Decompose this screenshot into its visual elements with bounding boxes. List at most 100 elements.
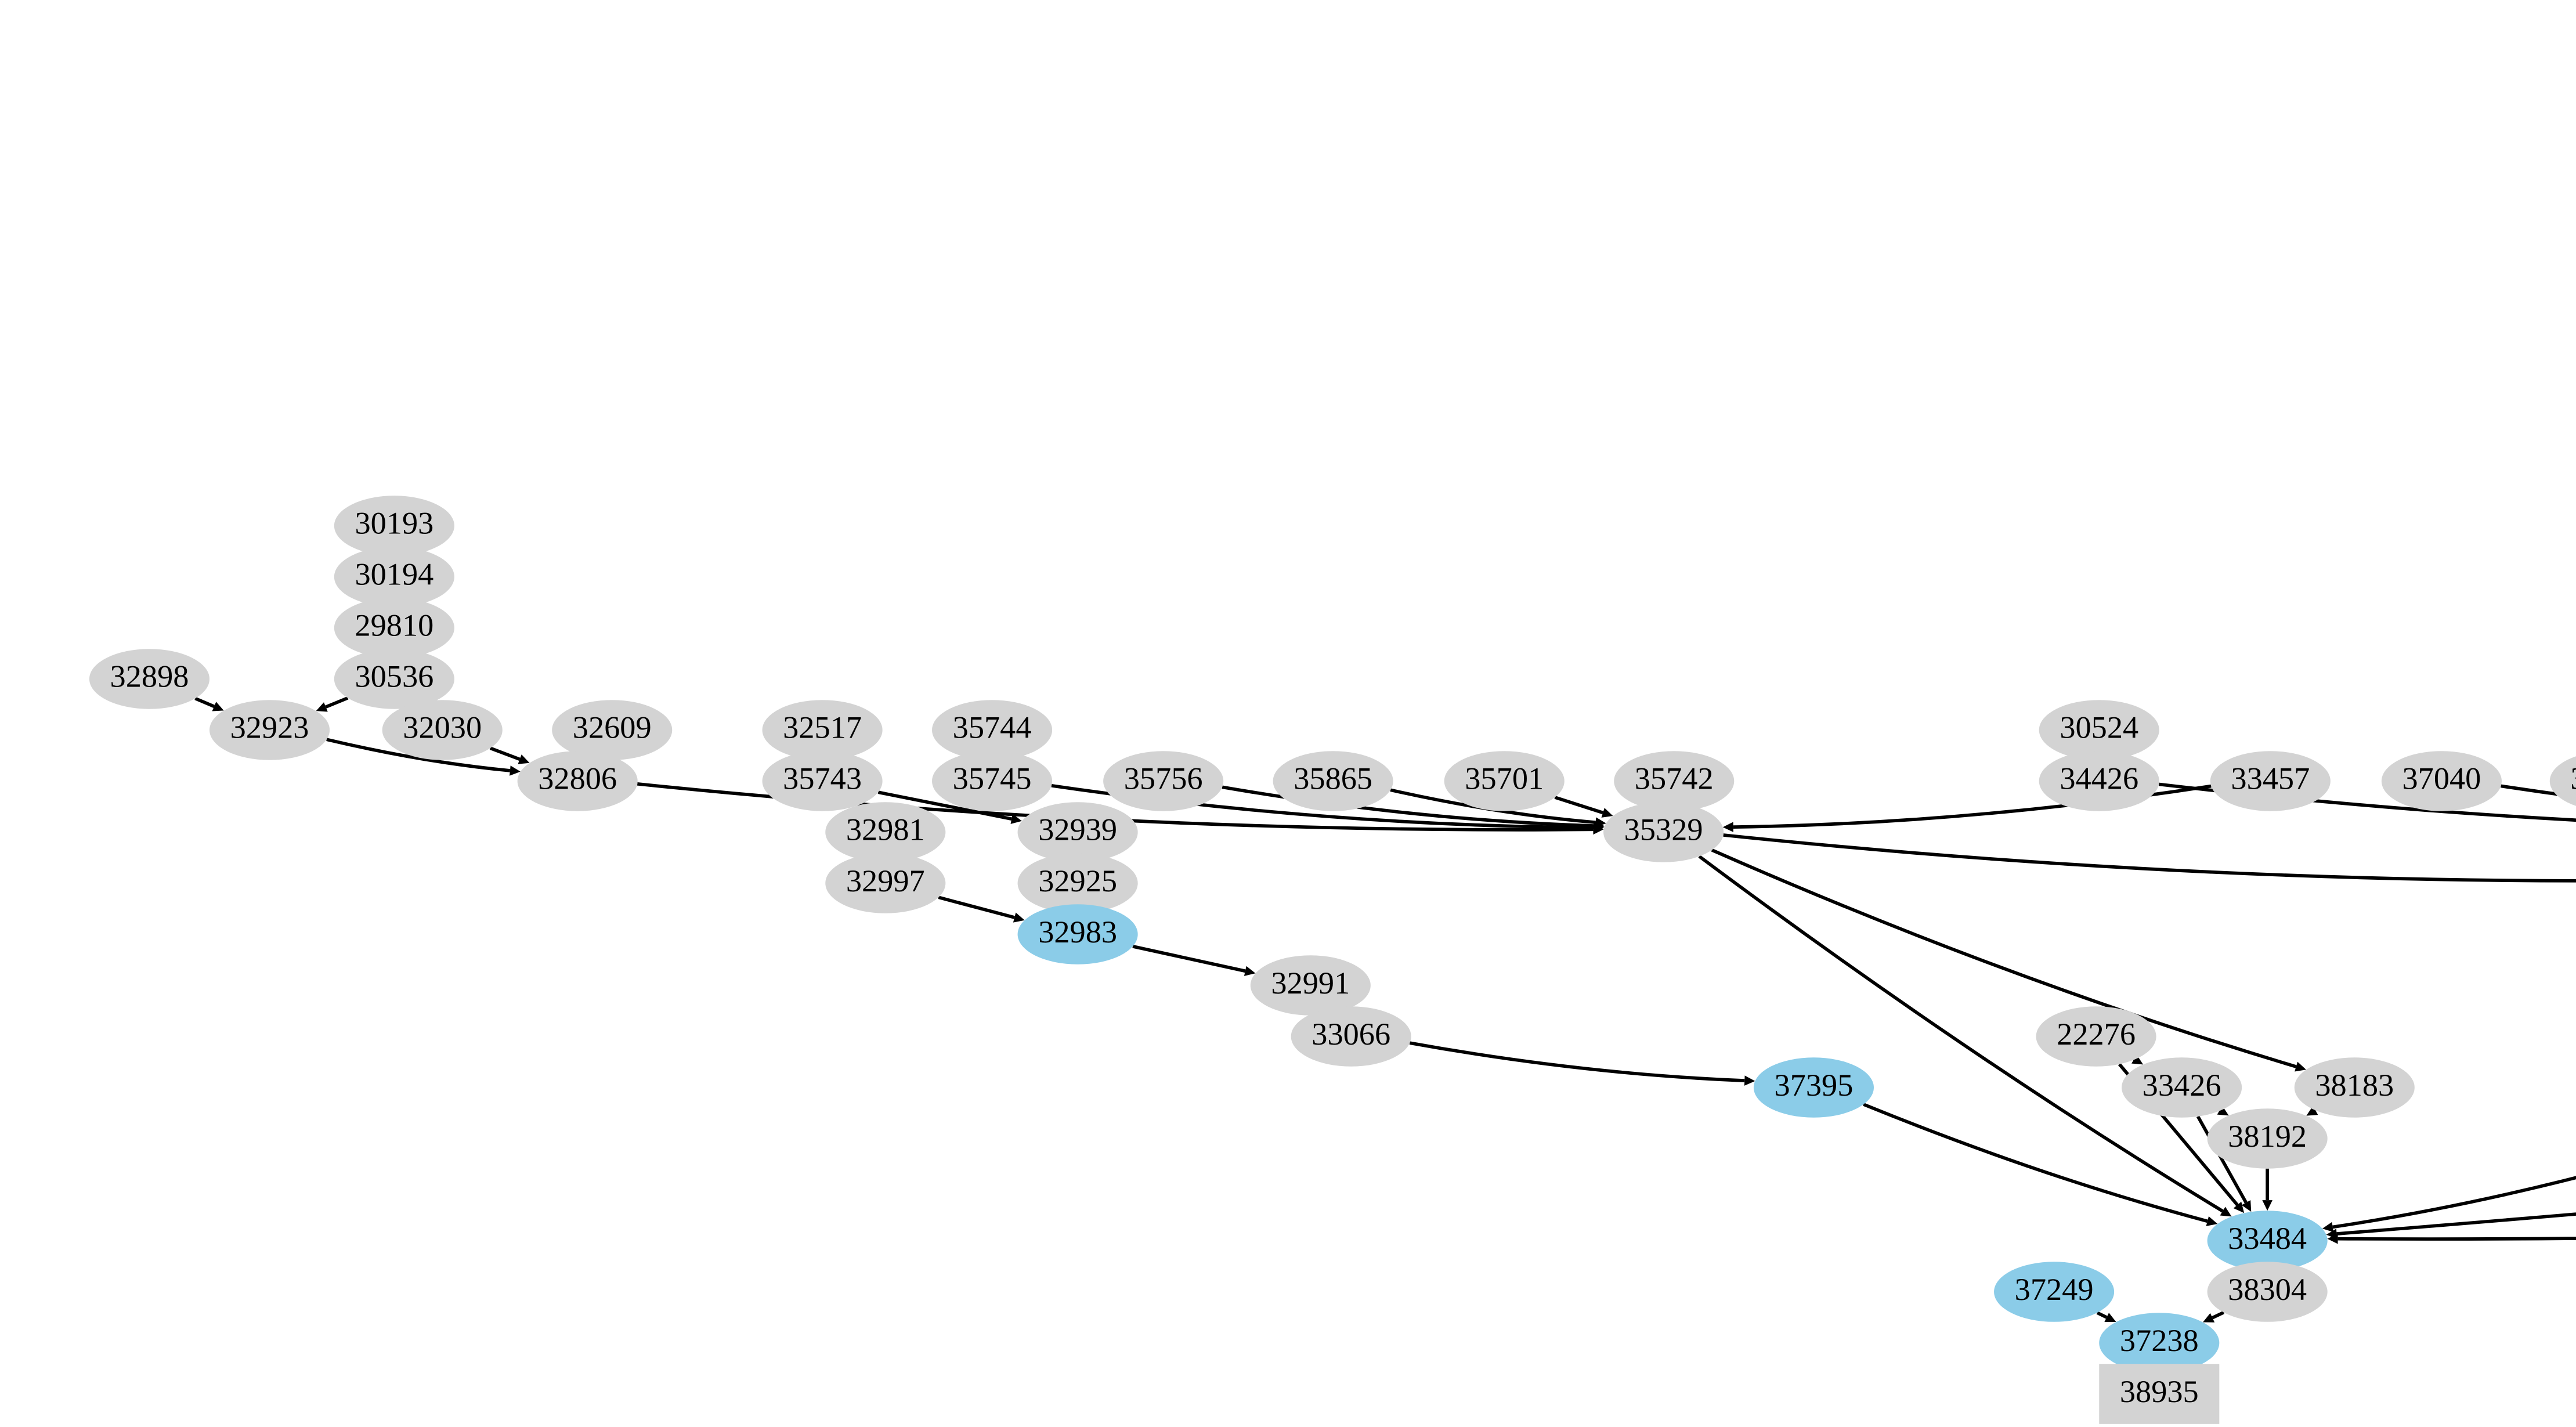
graph-node-37395[interactable]: 37395 <box>1753 1057 1874 1118</box>
node-ellipse-shape[interactable] <box>1017 904 1138 964</box>
node-ellipse-shape[interactable] <box>2122 1057 2242 1118</box>
edge-arrowhead <box>2217 1106 2229 1116</box>
graph-node-38935[interactable]: 38935 <box>2099 1364 2220 1424</box>
edge-arrowhead <box>2220 1206 2232 1217</box>
edge-arrowhead <box>2233 1201 2245 1213</box>
graph-node-35865[interactable]: 35865 <box>1273 751 1393 811</box>
node-ellipse-shape[interactable] <box>382 700 503 760</box>
edge-arrowhead <box>518 754 530 764</box>
edge-arrowhead <box>1722 822 1733 832</box>
graph-node-35329[interactable]: 35329 <box>1603 802 1724 862</box>
node-ellipse-shape[interactable] <box>1444 751 1565 811</box>
edge-arrowhead <box>2327 1233 2338 1244</box>
graph-node-33457[interactable]: 33457 <box>2210 751 2331 811</box>
edge-arrowhead <box>1595 817 1606 828</box>
node-box-shape[interactable] <box>2099 1364 2220 1424</box>
edge-arrowhead <box>2241 1200 2252 1212</box>
graph-node-32030[interactable]: 32030 <box>382 700 503 760</box>
graph-edge <box>194 696 215 708</box>
node-ellipse-shape[interactable] <box>1994 1262 2115 1322</box>
graph-node-35935[interactable]: 35935 <box>2549 751 2576 811</box>
graph-edge <box>1863 1103 2208 1223</box>
node-ellipse-shape[interactable] <box>2099 1313 2220 1373</box>
graph-node-35756[interactable]: 35756 <box>1103 751 1224 811</box>
node-ellipse-shape[interactable] <box>2381 751 2502 811</box>
nodes-layer: 2000202271552418887189252284718072753418… <box>89 496 2576 1424</box>
graph-node-34426[interactable]: 34426 <box>2039 751 2159 811</box>
graph-node-37249[interactable]: 37249 <box>1994 1262 2115 1322</box>
node-ellipse-shape[interactable] <box>825 802 946 862</box>
graph-edge <box>1222 785 1595 828</box>
node-ellipse-shape[interactable] <box>89 649 210 709</box>
graph-node-35743[interactable]: 35743 <box>762 751 883 811</box>
edge-arrowhead <box>212 702 224 711</box>
graph-node-35745[interactable]: 35745 <box>932 751 1053 811</box>
graph-node-30536[interactable]: 30536 <box>334 649 454 709</box>
node-ellipse-shape[interactable] <box>825 853 946 913</box>
graph-node-32991[interactable]: 32991 <box>1250 955 1371 1016</box>
graph-node-33066[interactable]: 33066 <box>1291 1006 1411 1067</box>
node-ellipse-shape[interactable] <box>1017 853 1138 913</box>
node-ellipse-shape[interactable] <box>1103 751 1224 811</box>
node-ellipse-shape[interactable] <box>334 649 454 709</box>
graph-node-38304[interactable]: 38304 <box>2207 1262 2328 1322</box>
edge-arrowhead <box>510 765 521 776</box>
edge-arrowhead <box>1244 966 1256 976</box>
edge-arrowhead <box>1601 808 1613 818</box>
edge-arrowhead <box>2262 1200 2272 1211</box>
node-ellipse-shape[interactable] <box>932 751 1053 811</box>
graph-node-33426[interactable]: 33426 <box>2122 1057 2242 1118</box>
node-ellipse-shape[interactable] <box>762 751 883 811</box>
graph-edge <box>2196 1115 2248 1204</box>
graph-node-32609[interactable]: 32609 <box>552 700 673 760</box>
node-ellipse-shape[interactable] <box>2039 700 2159 760</box>
edge-arrowhead <box>2131 1054 2144 1065</box>
node-ellipse-shape[interactable] <box>334 547 454 607</box>
graph-node-32923[interactable]: 32923 <box>209 700 330 760</box>
graph-node-32997[interactable]: 32997 <box>825 853 946 913</box>
graph-edge <box>1711 848 2297 1068</box>
node-ellipse-shape[interactable] <box>1753 1057 1874 1118</box>
node-ellipse-shape[interactable] <box>209 700 330 760</box>
graph-node-35742[interactable]: 35742 <box>1614 751 1735 811</box>
edge-arrowhead <box>1010 814 1022 824</box>
node-ellipse-shape[interactable] <box>2207 1108 2328 1169</box>
graph-edge <box>1698 855 2224 1213</box>
node-ellipse-shape[interactable] <box>762 700 883 760</box>
node-ellipse-shape[interactable] <box>2294 1057 2415 1118</box>
graph-node-32983[interactable]: 32983 <box>1017 904 1138 964</box>
node-ellipse-shape[interactable] <box>1017 802 1138 862</box>
node-ellipse-shape[interactable] <box>2207 1262 2328 1322</box>
graph-edge <box>938 895 1015 919</box>
node-ellipse-shape[interactable] <box>2039 751 2159 811</box>
node-ellipse-shape[interactable] <box>334 598 454 658</box>
node-ellipse-shape[interactable] <box>932 700 1053 760</box>
node-ellipse-shape[interactable] <box>2207 1211 2328 1271</box>
graph-node-32898[interactable]: 32898 <box>89 649 210 709</box>
node-ellipse-shape[interactable] <box>552 700 673 760</box>
edge-arrowhead <box>2322 1222 2334 1233</box>
node-ellipse-shape[interactable] <box>517 751 638 811</box>
node-ellipse-shape[interactable] <box>2036 1006 2156 1067</box>
node-ellipse-shape[interactable] <box>1603 802 1724 862</box>
graph-node-30194[interactable]: 30194 <box>334 547 454 607</box>
node-ellipse-shape[interactable] <box>334 496 454 556</box>
graph-node-35701[interactable]: 35701 <box>1444 751 1565 811</box>
graph-node-38192[interactable]: 38192 <box>2207 1108 2328 1169</box>
graph-edge <box>1723 833 2576 883</box>
node-ellipse-shape[interactable] <box>2210 751 2331 811</box>
edges-layer <box>194 547 2576 1375</box>
node-ellipse-shape[interactable] <box>1250 955 1371 1016</box>
node-ellipse-shape[interactable] <box>1273 751 1393 811</box>
edge-arrowhead <box>2203 1313 2215 1323</box>
graph-node-38183[interactable]: 38183 <box>2294 1057 2415 1118</box>
graph-node-37040[interactable]: 37040 <box>2381 751 2502 811</box>
edge-arrowhead <box>2206 1216 2218 1226</box>
graph-node-32806[interactable]: 32806 <box>517 751 638 811</box>
node-ellipse-shape[interactable] <box>1291 1006 1411 1067</box>
edge-arrowhead <box>316 702 328 712</box>
node-ellipse-shape[interactable] <box>2549 751 2576 811</box>
graph-node-22276[interactable]: 22276 <box>2036 1006 2156 1067</box>
node-ellipse-shape[interactable] <box>1614 751 1735 811</box>
